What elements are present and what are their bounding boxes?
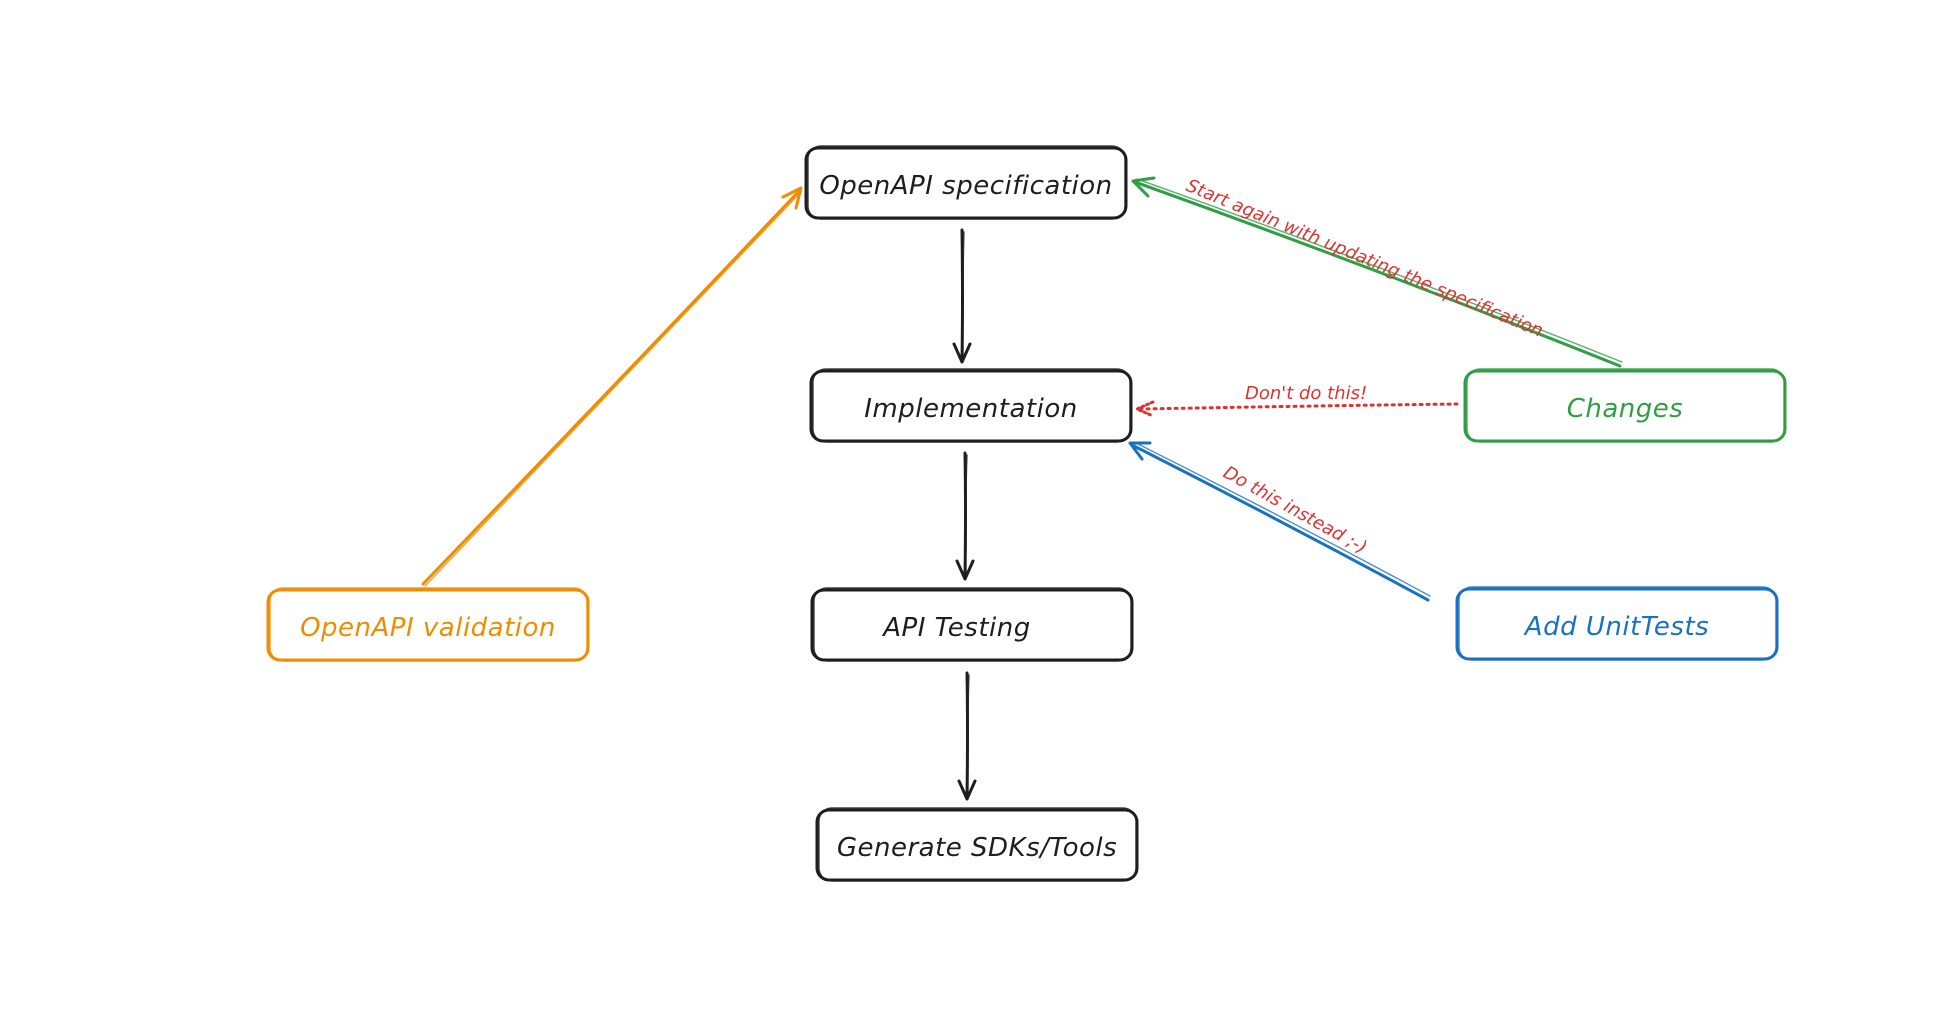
node-box — [804, 146, 1128, 220]
node-label: Generate SDKs/Tools — [837, 833, 1117, 863]
node-box — [1463, 369, 1787, 443]
arrowhead — [955, 559, 975, 581]
node-box-sketch — [269, 587, 588, 662]
node-box-sketch — [813, 587, 1132, 662]
node-box — [1455, 587, 1779, 661]
edge-line-sketch — [961, 231, 965, 359]
node-label: OpenAPI specification — [819, 171, 1112, 201]
node-add-unittests[interactable]: Add UnitTests — [1455, 586, 1779, 661]
edge-api-testing-to-sdks — [957, 671, 977, 801]
arrowhead — [1128, 441, 1152, 461]
edge-line-sketch — [966, 674, 970, 797]
node-generate-sdks-tools[interactable]: Generate SDKs/Tools — [815, 807, 1139, 882]
edge-line — [1138, 402, 1459, 411]
edge-validation-to-spec — [421, 186, 803, 587]
arrowhead — [952, 342, 972, 364]
edge-label-start-again: Start again with updating the specificat… — [1183, 175, 1546, 341]
node-label: Implementation — [864, 394, 1077, 424]
node-box — [266, 588, 590, 662]
node-implementation[interactable]: Implementation — [809, 368, 1133, 443]
edge-changes-to-spec — [1131, 176, 1623, 368]
edge-line-sketch — [1136, 178, 1623, 363]
node-openapi-validation[interactable]: OpenAPI validation — [266, 587, 590, 662]
edge-label-do-this-instead: Do this instead ;-) — [1220, 462, 1371, 558]
arrowhead — [781, 186, 803, 210]
node-label: Changes — [1567, 394, 1684, 424]
node-box — [810, 588, 1134, 662]
node-label: OpenAPI validation — [300, 613, 556, 643]
node-openapi-specification[interactable]: OpenAPI specification — [804, 145, 1128, 220]
arrowhead — [1131, 176, 1156, 198]
arrowhead — [957, 779, 977, 801]
edge-unittests-to-implementation — [1128, 441, 1431, 602]
edge-line-sketch — [1133, 441, 1431, 597]
node-box — [809, 369, 1133, 443]
node-box-sketch — [812, 368, 1131, 443]
edge-label-dont-do-this: Don't do this! — [1245, 383, 1367, 404]
edge-line — [1130, 443, 1430, 602]
edge-changes-to-implementation — [1135, 400, 1459, 418]
node-label: Add UnitTests — [1523, 612, 1709, 642]
node-box-sketch — [1466, 368, 1785, 443]
edge-line — [1133, 180, 1622, 368]
edge-line-sketch — [964, 454, 968, 577]
node-api-testing[interactable]: API Testing — [810, 587, 1134, 662]
node-changes[interactable]: Changes — [1463, 368, 1787, 443]
arrowhead — [1135, 400, 1155, 418]
edge-spec-to-implementation — [952, 228, 972, 364]
node-box-sketch — [1458, 586, 1777, 661]
node-box-sketch — [807, 145, 1126, 220]
edge-line — [421, 188, 802, 586]
edge-implementation-to-api-testing — [955, 451, 975, 581]
node-label: API Testing — [881, 613, 1031, 643]
node-box — [815, 808, 1139, 882]
node-box-sketch — [818, 807, 1137, 882]
edge-line-sketch — [424, 191, 802, 587]
